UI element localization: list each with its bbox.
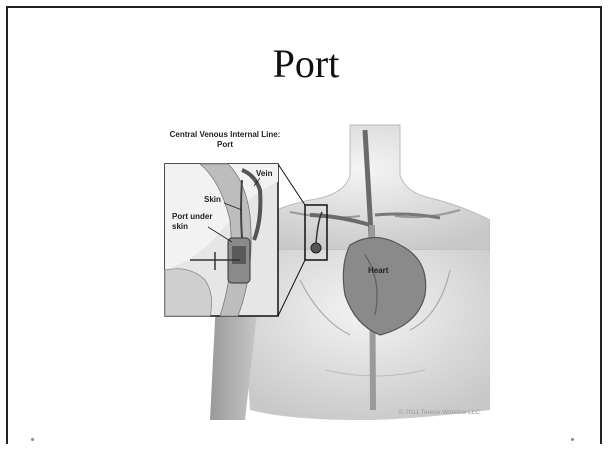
left-bullet-dot [31,438,34,441]
label-port-line1: Port under [172,212,212,221]
medical-illustration: Central Venous Internal Line: Port Vein … [160,120,490,425]
slide-title: Port [0,40,612,87]
figure-heading-line1: Central Venous Internal Line: [170,130,281,139]
label-skin: Skin [204,195,221,204]
label-vein: Vein [256,169,273,178]
figure-heading-line2: Port [217,140,233,149]
copyright-text: © 2011 Terese Winslow LLC [398,408,480,416]
label-port-line2: skin [172,222,188,231]
inset-panel [165,164,278,316]
right-bullet-dot [571,438,574,441]
label-heart: Heart [368,266,389,275]
